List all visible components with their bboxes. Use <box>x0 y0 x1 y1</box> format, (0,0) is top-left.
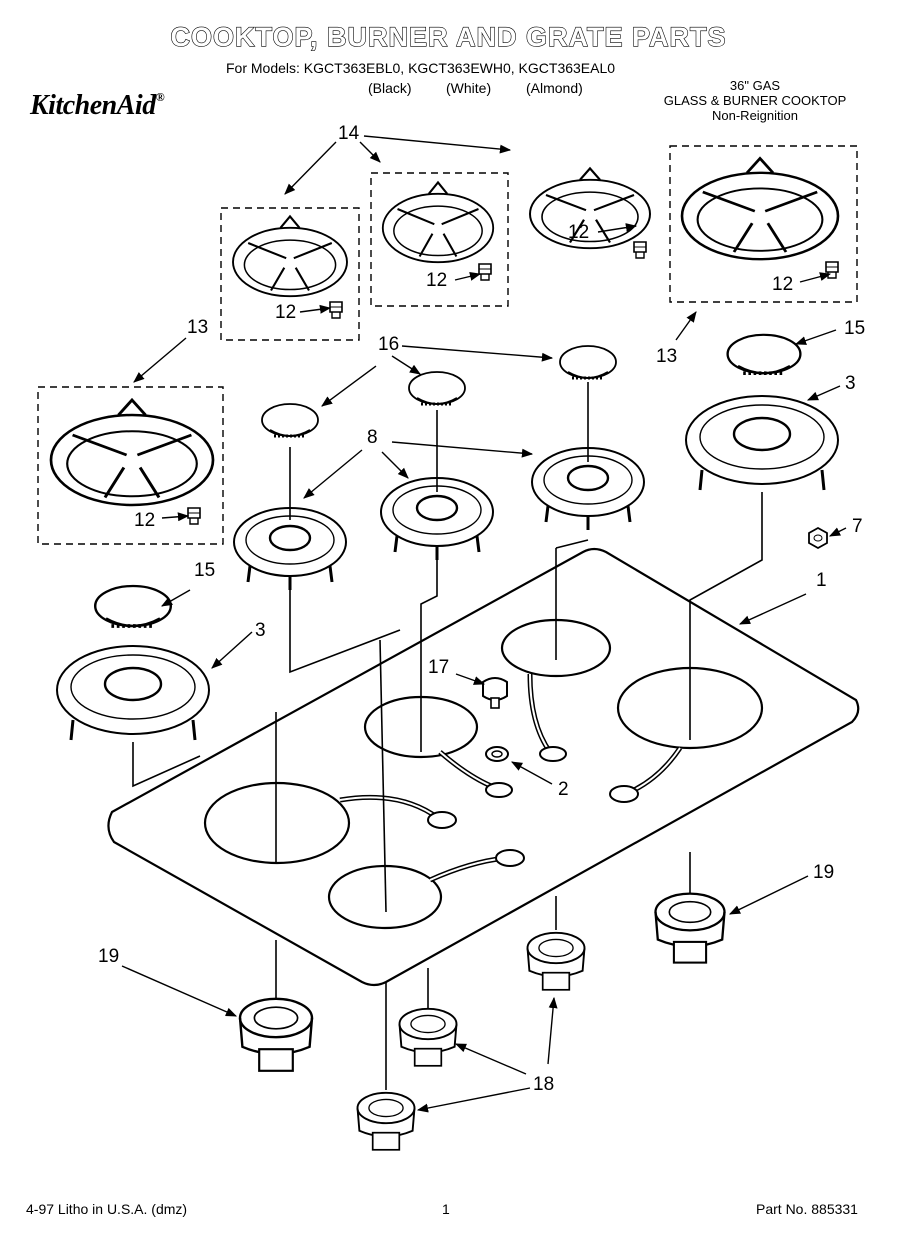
large-burner-valve <box>238 997 314 1073</box>
callout-label: 16 <box>378 334 399 355</box>
large-burner-grate <box>49 398 215 507</box>
color-black: (Black) <box>368 80 412 96</box>
burner-cap <box>558 344 618 380</box>
models-line: For Models: KGCT363EBL0, KGCT363EWH0, KG… <box>226 60 616 76</box>
callout-label: 12 <box>568 222 589 243</box>
screw-part <box>825 261 839 279</box>
callout-label: 19 <box>98 946 119 967</box>
glass-cooktop <box>107 547 860 987</box>
small-burner-valve <box>526 931 586 991</box>
callout-label: 13 <box>187 317 208 338</box>
large-burner-base <box>684 394 840 492</box>
callout-label: 19 <box>813 862 834 883</box>
grate-group-box <box>37 386 224 545</box>
callout-label: 3 <box>255 620 266 641</box>
callout-label: 12 <box>426 270 447 291</box>
screw-part <box>478 263 492 281</box>
callout-label: 13 <box>656 346 677 367</box>
page-title: COOKTOP, BURNER AND GRATE PARTS <box>170 21 727 52</box>
page-number: 1 <box>442 1201 450 1217</box>
small-burner-grate <box>231 215 349 298</box>
screw-part <box>633 241 647 259</box>
callout-label: 17 <box>428 657 449 678</box>
litho-note: 4-97 Litho in U.S.A. (dmz) <box>26 1201 188 1217</box>
callout-label: 15 <box>194 560 215 581</box>
brand-logo: KitchenAid® <box>30 90 165 122</box>
part-number: Part No. 885331 <box>756 1201 858 1217</box>
product-note: Non-Reignition <box>712 108 798 123</box>
burner-cap <box>407 370 467 406</box>
callout-label: 15 <box>844 318 865 339</box>
callout-label: 3 <box>845 373 856 394</box>
burner-base <box>232 506 348 592</box>
registered-mark: ® <box>155 90 165 104</box>
large-burner-valve <box>654 892 726 964</box>
callout-label: 18 <box>533 1074 554 1095</box>
callout-label: 1 <box>816 570 827 591</box>
callout-label: 7 <box>852 516 863 537</box>
small-burner-valve <box>398 1007 458 1067</box>
screw-part <box>329 301 343 319</box>
nut-part <box>808 526 828 550</box>
burner-opening <box>203 781 351 865</box>
small-burner-grate <box>528 167 652 250</box>
product-type: GLASS & BURNER COOKTOP <box>663 93 847 108</box>
screw-part <box>187 507 201 525</box>
callout-label: 12 <box>772 274 793 295</box>
callout-label: 2 <box>558 779 569 800</box>
igniter-knob <box>482 677 508 709</box>
large-burner-cap <box>725 332 803 376</box>
product-size: 36" GAS <box>729 78 781 93</box>
color-white: (White) <box>446 80 492 96</box>
large-burner-cap <box>95 586 171 626</box>
callout-label: 8 <box>367 427 378 448</box>
grommet-part <box>485 746 509 762</box>
small-burner-grate <box>381 181 495 264</box>
callout-label: 12 <box>275 302 296 323</box>
small-burner-valve <box>356 1091 416 1151</box>
grate-group-box <box>370 172 509 307</box>
grate-group-box <box>669 145 858 303</box>
grate-group-box <box>220 207 360 341</box>
color-almond: (Almond) <box>526 80 583 96</box>
large-burner-grate <box>680 156 840 261</box>
brand-name: KitchenAid <box>30 90 156 121</box>
callout-label: 12 <box>134 510 155 531</box>
large-burner-base <box>55 644 211 742</box>
burner-cap <box>260 402 320 438</box>
callout-label: 14 <box>338 123 360 144</box>
